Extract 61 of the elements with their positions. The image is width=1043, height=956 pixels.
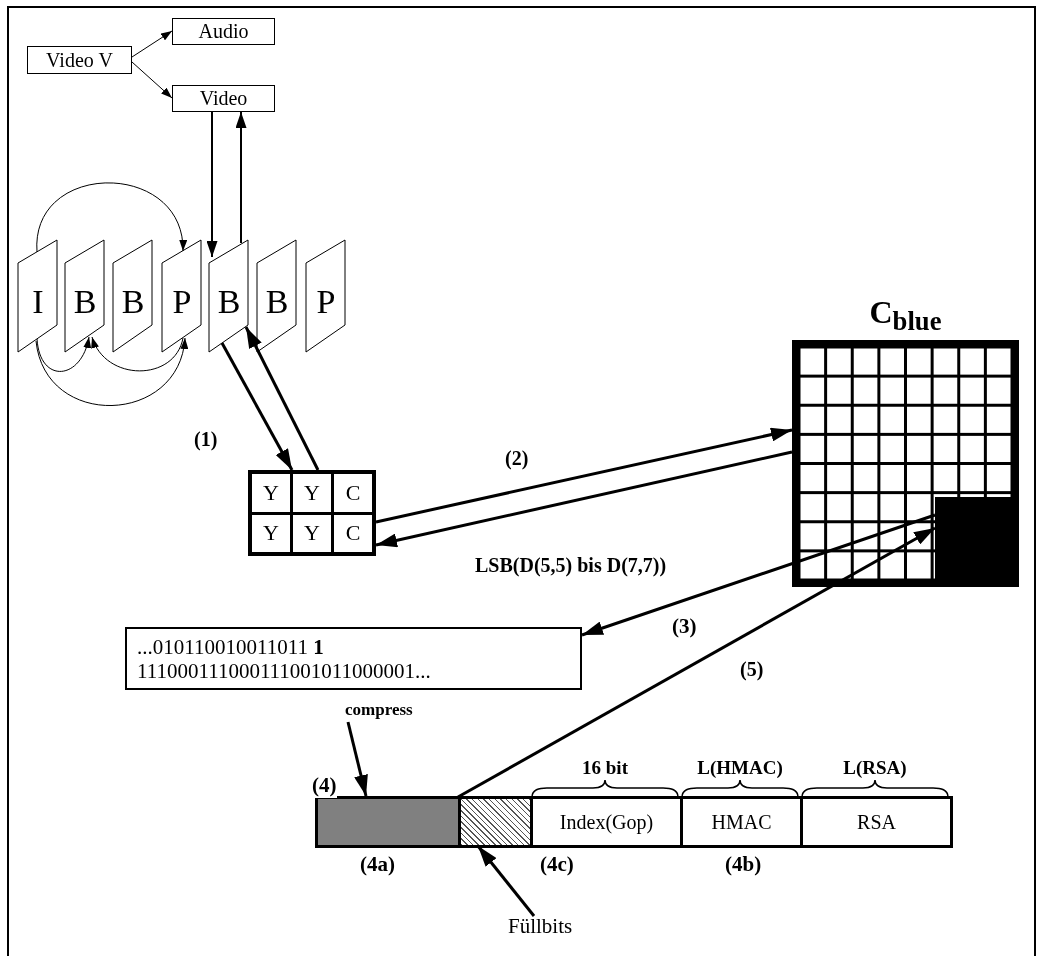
frame-letter: B (120, 284, 146, 320)
frame-letter: B (72, 284, 98, 320)
edge-label: (1) (192, 428, 220, 451)
arrow (235, 111, 247, 244)
data-bar (315, 796, 953, 848)
field-size-label: L(RSA) (842, 757, 908, 779)
curved-arrow (35, 337, 187, 406)
node-label: Video (199, 87, 248, 110)
frame-card (18, 240, 58, 353)
edge-label: (5) (738, 658, 766, 681)
node-label: HMAC (711, 810, 772, 834)
node-label: Video V (46, 48, 113, 72)
edge-label: LSB(D(5,5) bis D(7,7)) (473, 554, 669, 577)
arrow (131, 30, 173, 58)
grid-cell: Y (252, 474, 290, 512)
pixel-grid (248, 470, 376, 556)
bitstream-text: ...010110010011011 1 111000111000111001011000001... (137, 635, 432, 683)
grid-cell: C (334, 514, 372, 552)
padding-segment (461, 799, 533, 845)
curved-arrow (36, 182, 186, 253)
arrow (220, 342, 294, 471)
grid-cell: Y (293, 474, 331, 512)
annotation-text: compress (345, 700, 431, 722)
process-box (27, 46, 132, 74)
arrow (457, 526, 936, 799)
frame-card (257, 240, 297, 353)
frame-letter: B (264, 284, 290, 320)
arrow (131, 61, 173, 99)
process-box (172, 85, 275, 112)
arrow (476, 845, 536, 917)
grid-title: C$_{blue}$ (868, 293, 943, 339)
frame-letter: P (315, 284, 337, 320)
grid-cell: C (334, 474, 372, 512)
grid-cell: Y (293, 514, 331, 552)
frame-letter: P (171, 284, 193, 320)
edge-label: (2) (503, 447, 531, 470)
grid-cell: Y (252, 514, 290, 552)
node-label: Audio (198, 20, 249, 43)
process-box (172, 18, 275, 45)
frame-card (162, 240, 202, 353)
curved-arrow (91, 336, 184, 372)
frame-card (209, 240, 249, 353)
frame-letter: B (216, 284, 242, 320)
arrow (346, 721, 368, 797)
compressed-segment (318, 799, 461, 845)
frame-card (65, 240, 105, 353)
frame-letter: I (31, 284, 45, 320)
arrow (375, 427, 793, 524)
frame-card (113, 240, 153, 353)
annotation-text: Füllbits (508, 914, 588, 944)
arrow (581, 513, 936, 637)
node-label: RSA (857, 810, 896, 834)
frame-card (306, 240, 346, 353)
field-size-label: L(HMAC) (696, 757, 784, 779)
arrow (206, 111, 218, 258)
node-label: Index(Gop) (559, 810, 654, 834)
curved-arrow (36, 336, 91, 372)
bitstream-box (125, 627, 582, 690)
field-size-label: 16 bit (581, 757, 629, 779)
arrow (375, 450, 793, 548)
arrow (244, 326, 320, 471)
